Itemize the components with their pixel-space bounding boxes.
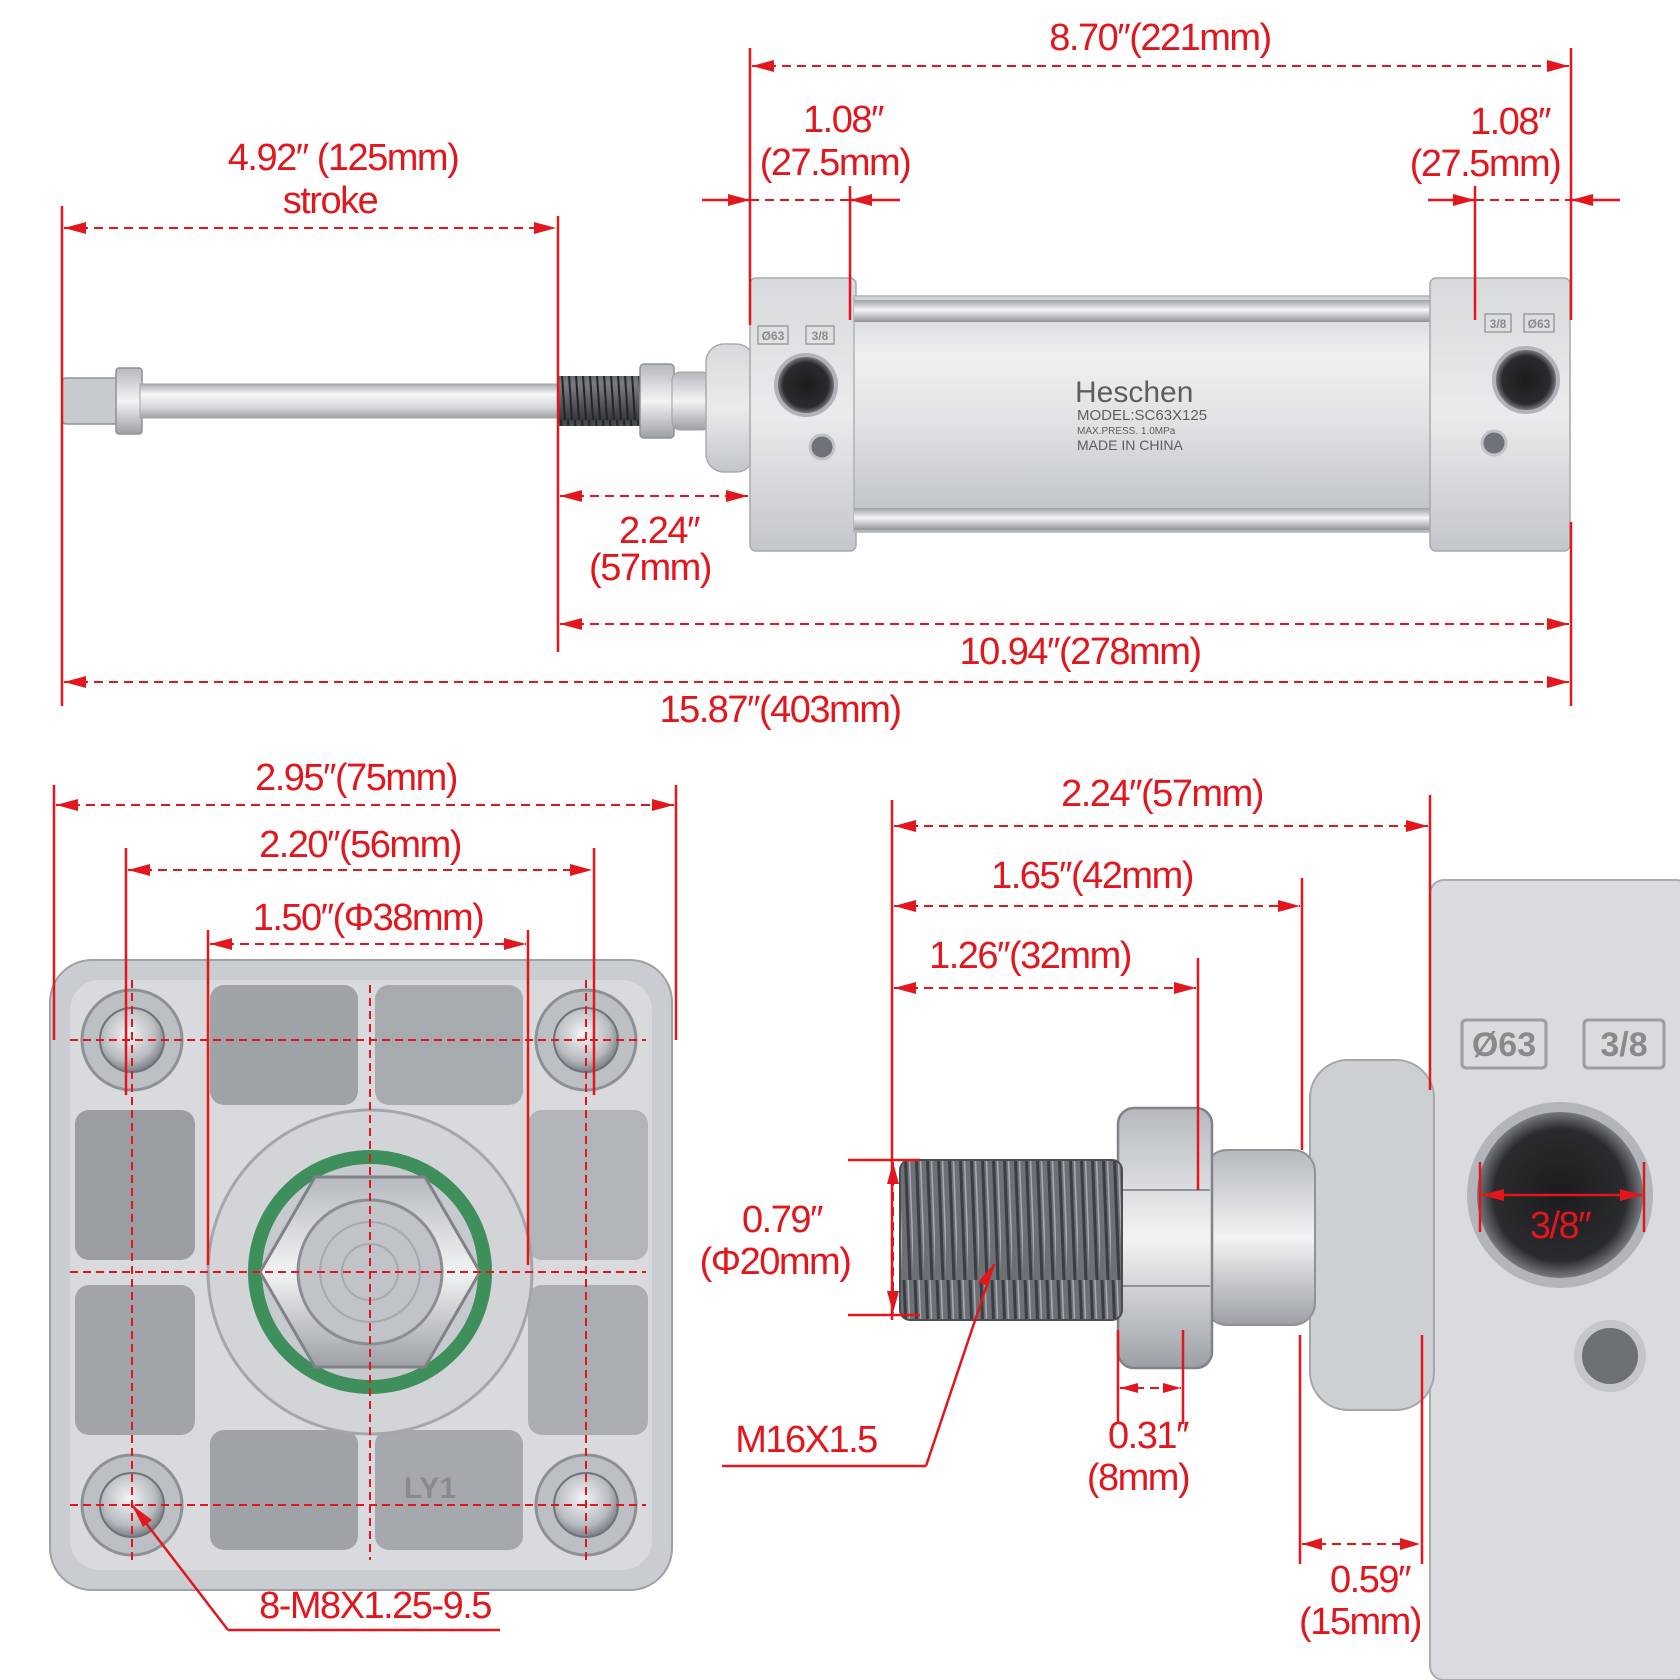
dim-front-cap-mm: (27.5mm) [760,142,911,184]
front-cap-port-mark: 3/8 [812,329,829,343]
dim-stroke-label: stroke [283,180,378,222]
rear-cap-port-mark: 3/8 [1490,317,1507,331]
front-cushion-screw [808,433,836,461]
end-cap-front-view: LY1 [49,959,673,1591]
pocket-right-upper [528,1110,648,1260]
rod-detail-dimensions: 2.24″(57mm) 1.65″(42mm) 1.26″(32mm) 0.79… [700,773,1646,1643]
dim-stroke-value: 4.92″ (125mm) [228,137,459,179]
dim-thread-length: 1.26″(32mm) [929,935,1131,977]
cylinder-barrel [853,295,1433,533]
dim-boss-diameter: 1.50″(Φ38mm) [253,897,484,939]
dim-body-length: 8.70″(221mm) [1049,17,1270,59]
pocket-left-upper [75,1110,195,1260]
dim-thread-dia-mm: (Φ20mm) [700,1241,851,1283]
dim-bolt-thread: 8-M8X1.25-9.5 [259,1585,491,1627]
dim-rod-ext-in: 2.24″ [619,510,700,552]
rod-neck [671,371,711,431]
pocket-right-lower [528,1285,648,1435]
detail-rod-neck [1204,1149,1316,1326]
front-cap-bore-mark: Ø63 [762,329,785,343]
dim-nut-in: 0.31″ [1108,1415,1189,1457]
top-dimensions: 8.70″(221mm) 1.08″ (27.5mm) 1.08″ (27.5m… [60,17,1620,731]
rear-end-cap [1429,277,1571,552]
detail-gland-boss [1309,1059,1435,1411]
tie-rod-top [854,300,1432,322]
detail-threaded-rod [899,1159,1123,1321]
detail-bore-mark: Ø63 [1472,1026,1536,1064]
cylinder-side-view: Ø63 3/8 Heschen MODEL:SC63X125 MAX.PRESS… [61,277,1571,552]
dim-front-cap-in: 1.08″ [803,99,884,141]
piston-rod [139,383,561,419]
rear-air-port [1492,346,1560,414]
rear-cushion-screw [1480,429,1508,457]
dim-rear-cap-in: 1.08″ [1470,101,1551,143]
origin-text: MADE IN CHINA [1077,437,1183,453]
dim-rod-total: 2.24″(57mm) [1061,773,1263,815]
rod-thread [559,376,644,426]
rod-end-thread [61,377,121,425]
detail-port-mark: 3/8 [1600,1026,1647,1064]
dim-boss-mm: (15mm) [1299,1601,1421,1643]
dim-rod-ext-mm: (57mm) [589,547,711,589]
dim-bolt-spacing: 2.20″(56mm) [259,824,461,866]
rod-end-detail: Ø63 3/8 [899,879,1680,1680]
dim-retracted-length: 10.94″(278mm) [959,631,1200,673]
pocket-top-right [375,985,523,1105]
brand-name: Heschen [1075,376,1193,409]
gland-boss [705,343,755,473]
casting-mark: LY1 [404,1472,456,1505]
pocket-left-lower [75,1285,195,1435]
rear-cap-bore-mark: Ø63 [1528,317,1551,331]
dim-thread-dia-in: 0.79″ [742,1199,823,1241]
detail-cushion-screw [1574,1320,1646,1392]
model-text: MODEL:SC63X125 [1077,407,1207,424]
tie-rod-bottom [854,508,1432,530]
dim-nut-mm: (8mm) [1087,1457,1189,1499]
dim-thread-spec: M16X1.5 [735,1419,877,1461]
rod-end-nut [115,367,143,435]
dim-extended-length: 15.87″(403mm) [659,689,900,731]
pocket-top-left [210,985,358,1105]
dim-overall-width: 2.95″(75mm) [255,757,457,799]
dim-rear-cap-mm: (27.5mm) [1410,143,1561,185]
pressure-text: MAX.PRESS. 1.0MPa [1077,426,1176,437]
dim-port-size: 3/8″ [1530,1205,1591,1247]
dim-boss-in: 0.59″ [1330,1559,1411,1601]
dim-rod-to-gland: 1.65″(42mm) [991,855,1193,897]
end-view-dimensions: 2.95″(75mm) 2.20″(56mm) 1.50″(Φ38mm) 8-M… [52,757,678,1632]
front-air-port [774,353,838,417]
pocket-bottom-left [210,1430,358,1550]
rod-lock-nut [639,363,675,439]
pocket-bottom-right [375,1430,523,1550]
